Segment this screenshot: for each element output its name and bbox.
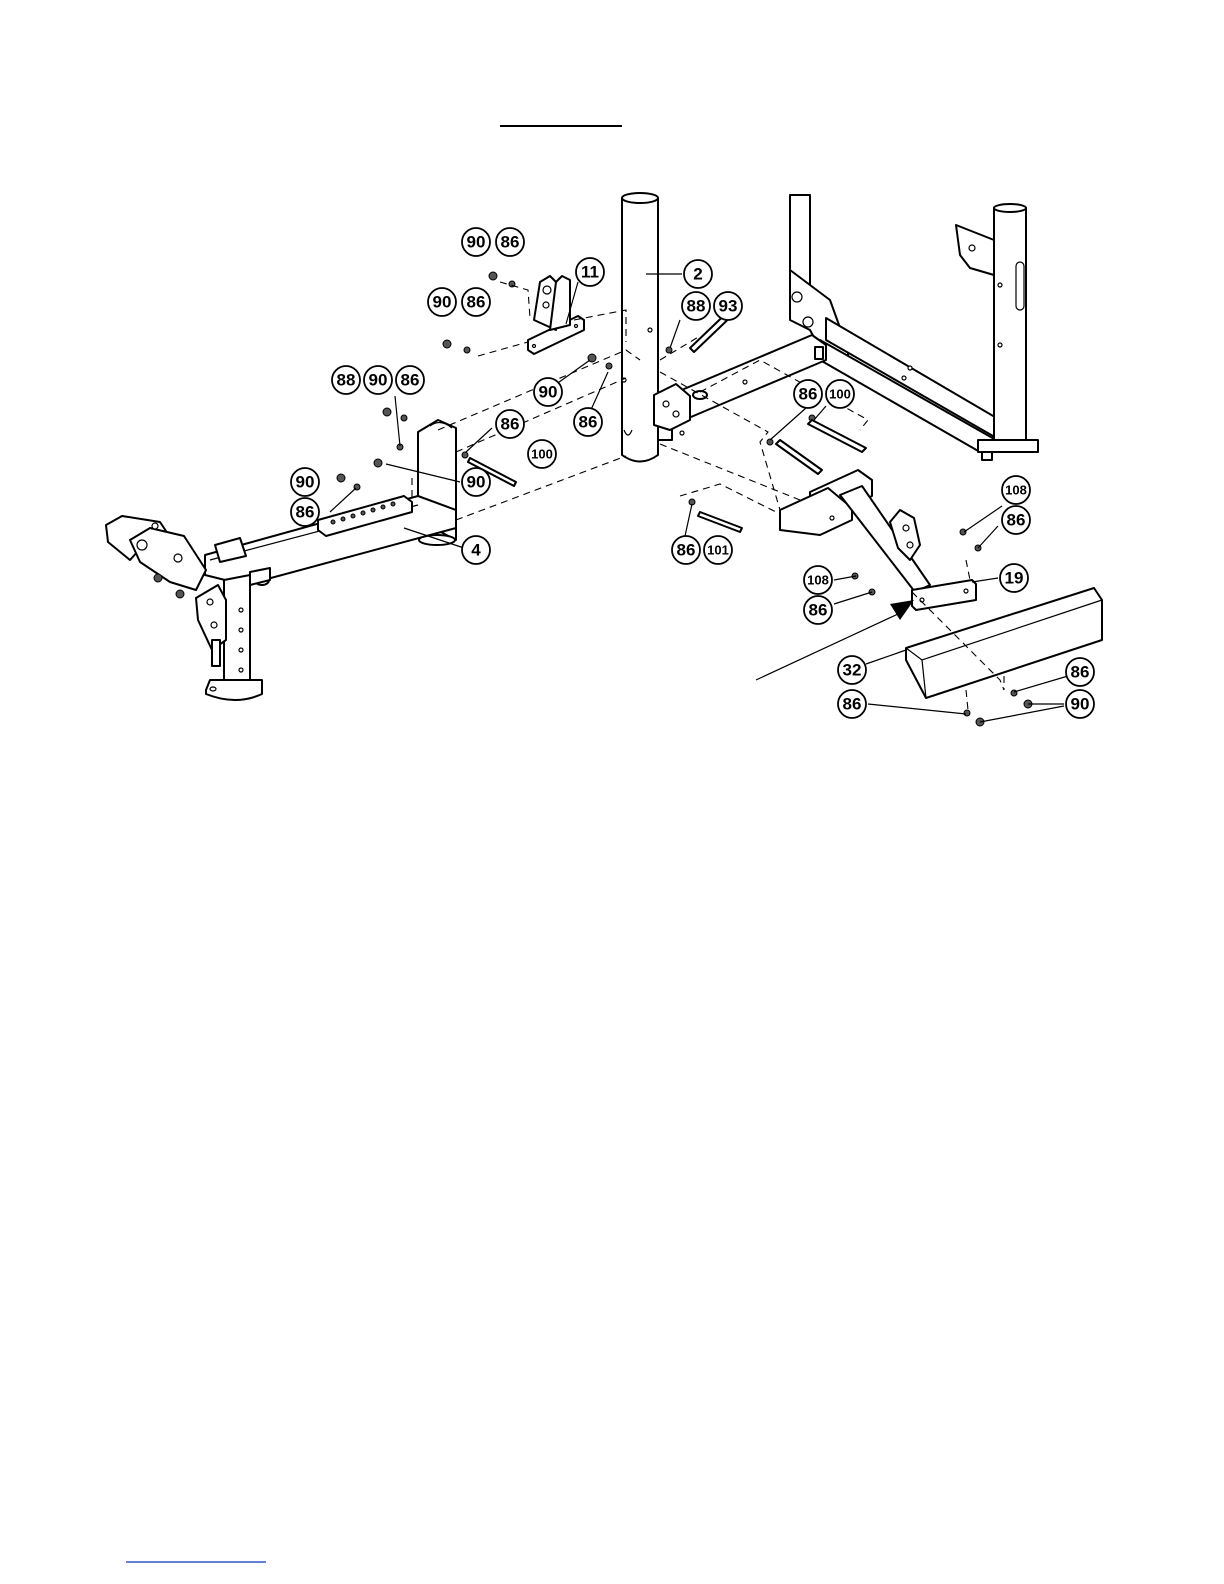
- callout-label: 86: [401, 371, 420, 390]
- callout-label: 2: [693, 265, 702, 284]
- rear-frame: [790, 195, 1038, 460]
- callout-label: 86: [1071, 663, 1090, 682]
- callout-12: 86: [291, 498, 319, 526]
- callout-30: 86: [838, 690, 866, 718]
- callout-label: 90: [1071, 695, 1090, 714]
- callout-5: 2: [684, 260, 712, 288]
- callout-label: 90: [369, 371, 388, 390]
- callout-label: 86: [809, 601, 828, 620]
- callout-14: 100: [826, 380, 854, 408]
- callout-label: 88: [687, 297, 706, 316]
- callout-label: 86: [843, 695, 862, 714]
- callout-label: 86: [799, 385, 818, 404]
- callout-label: 100: [531, 447, 553, 462]
- callout-label: 108: [807, 573, 829, 588]
- callout-label: 86: [296, 503, 315, 522]
- callout-18: 90: [462, 468, 490, 496]
- callout-6: 88: [682, 292, 710, 320]
- callout-29: 86: [1066, 658, 1094, 686]
- callout-label: 90: [467, 233, 486, 252]
- callout-11: 90: [291, 468, 319, 496]
- callout-label: 90: [467, 473, 486, 492]
- callout-label: 88: [337, 371, 356, 390]
- callout-13: 86: [794, 380, 822, 408]
- callout-28: 32: [838, 656, 866, 684]
- callout-label: 86: [579, 413, 598, 432]
- callout-8: 88: [332, 366, 360, 394]
- callout-3: 90: [428, 288, 456, 316]
- callout-label: 86: [501, 233, 520, 252]
- callout-1: 86: [496, 228, 524, 256]
- bracket-part-11: [528, 276, 584, 354]
- callout-27: 86: [804, 596, 832, 624]
- callout-19: 86: [574, 408, 602, 436]
- callout-31: 90: [1066, 690, 1094, 718]
- callout-24: 101: [704, 536, 732, 564]
- callout-label: 100: [829, 387, 851, 402]
- callout-20: 4: [462, 536, 490, 564]
- callout-label: 101: [707, 543, 729, 558]
- callout-label: 19: [1005, 569, 1024, 588]
- callout-21: 108: [1002, 476, 1030, 504]
- callout-label: 4: [471, 541, 481, 560]
- callout-label: 32: [843, 661, 862, 680]
- callout-26: 19: [1000, 564, 1028, 592]
- callout-16: 100: [528, 440, 556, 468]
- callout-label: 93: [719, 297, 738, 316]
- callout-22: 86: [1002, 506, 1030, 534]
- left-arm-assembly-part-4: [106, 420, 456, 700]
- callout-2: 11: [576, 258, 604, 286]
- callout-label: 90: [539, 383, 558, 402]
- callout-17: 90: [534, 378, 562, 406]
- callout-9: 90: [364, 366, 392, 394]
- callout-label: 11: [581, 263, 599, 282]
- callout-label: 90: [296, 473, 315, 492]
- callout-label: 86: [467, 293, 486, 312]
- callout-label: 86: [501, 415, 520, 434]
- upright-tube-part-2: [622, 193, 658, 462]
- callout-label: 86: [677, 541, 696, 560]
- callout-4: 86: [462, 288, 490, 316]
- callout-23: 86: [672, 536, 700, 564]
- callout-0: 90: [462, 228, 490, 256]
- callout-15: 86: [496, 410, 524, 438]
- callout-10: 86: [396, 366, 424, 394]
- callout-7: 93: [714, 292, 742, 320]
- callout-label: 86: [1007, 511, 1026, 530]
- callout-label: 108: [1005, 483, 1027, 498]
- callout-25: 108: [804, 566, 832, 594]
- pointer-arrow: [756, 600, 914, 680]
- callout-label: 90: [433, 293, 452, 312]
